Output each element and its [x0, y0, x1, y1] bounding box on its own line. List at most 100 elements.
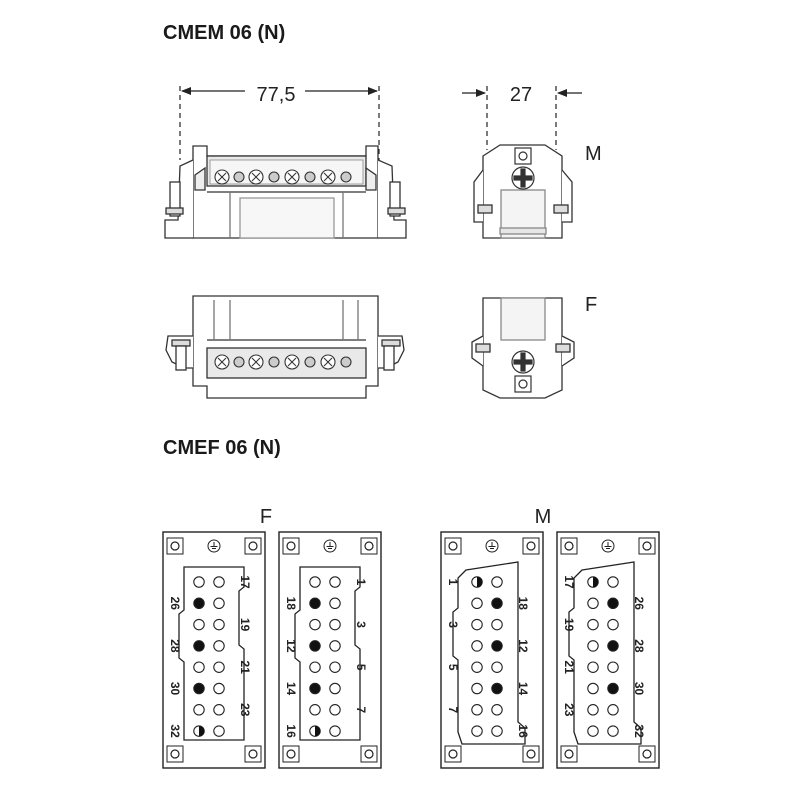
contact-insert — [568, 561, 642, 745]
mounting-hole-frame — [166, 537, 184, 555]
depth-dimension-value: 27 — [510, 84, 532, 106]
contact-filled — [607, 597, 619, 610]
contact-open — [329, 597, 341, 610]
contact-open — [471, 682, 483, 695]
contact-open — [587, 704, 599, 716]
contact-open — [491, 725, 503, 737]
contact-open — [471, 661, 483, 673]
contact-filled — [193, 682, 205, 695]
contact-open — [471, 704, 483, 716]
female-side-label: F — [585, 294, 597, 316]
contact-filled — [491, 597, 503, 610]
mounting-hole — [170, 749, 180, 759]
contact-open — [471, 618, 483, 631]
mounting-hole — [642, 541, 652, 551]
contact-filled — [309, 640, 321, 652]
contact-filled — [491, 640, 503, 652]
female-faces-label: F — [260, 506, 272, 528]
contact-number-label: 19 — [238, 618, 252, 632]
male-front-view — [164, 145, 407, 239]
male-front-screw-row — [214, 169, 352, 185]
contact-insert — [452, 561, 526, 745]
top-title: CMEM 06 (N) — [163, 22, 286, 44]
contact-open — [587, 661, 599, 673]
mounting-hole-frame — [444, 745, 462, 763]
mounting-hole — [286, 541, 296, 551]
contact-number-label: 21 — [562, 661, 576, 675]
contact-open — [587, 640, 599, 652]
depth-dimension — [462, 86, 582, 150]
contact-open — [491, 661, 503, 673]
contact-number-label: 1 — [446, 579, 460, 586]
contact-open — [491, 618, 503, 631]
mounting-hole-frame — [560, 537, 578, 555]
mounting-hole-frame — [282, 537, 300, 555]
contact-open — [213, 618, 225, 631]
contact-open — [329, 640, 341, 652]
contact-filled — [193, 597, 205, 610]
male-faces-label: M — [535, 506, 552, 528]
contact-open — [607, 576, 619, 588]
female-front-view — [165, 295, 405, 399]
contact-open — [607, 618, 619, 631]
contact-open — [213, 597, 225, 610]
contact-open — [329, 618, 341, 631]
contact-number-label: 21 — [238, 661, 252, 675]
contact-open — [193, 661, 205, 673]
contact-open — [213, 704, 225, 716]
mounting-hole — [526, 541, 536, 551]
contact-open — [329, 661, 341, 673]
mounting-hole — [248, 749, 258, 759]
contact-open — [491, 576, 503, 588]
contact-open — [607, 725, 619, 737]
mounting-hole — [564, 541, 574, 551]
contact-open — [309, 704, 321, 716]
contact-filled — [309, 682, 321, 695]
male-side-view — [473, 144, 573, 239]
contact-number-label: 18 — [284, 597, 298, 611]
contact-open — [213, 725, 225, 737]
contact-number-label: 16 — [516, 724, 530, 738]
contact-number-label: 28 — [632, 639, 646, 653]
contact-filled — [193, 640, 205, 652]
bottom-title: CMEF 06 (N) — [163, 437, 281, 459]
contact-number-label: 26 — [632, 597, 646, 611]
contact-number-label: 32 — [168, 724, 182, 738]
mounting-hole — [448, 749, 458, 759]
mounting-hole-frame — [360, 537, 378, 555]
male-side-screw — [511, 147, 535, 190]
contact-open — [309, 618, 321, 631]
female-side-view — [471, 297, 575, 399]
contact-number-label: 5 — [446, 664, 460, 671]
mounting-hole — [170, 541, 180, 551]
contact-number-label: 18 — [516, 597, 530, 611]
mounting-hole-frame — [282, 745, 300, 763]
contact-open — [193, 704, 205, 716]
contact-number-label: 7 — [354, 706, 368, 713]
mounting-hole — [642, 749, 652, 759]
contact-open — [193, 576, 205, 588]
contact-number-label: 30 — [632, 682, 646, 696]
contact-half-fill — [315, 725, 321, 737]
pin-faces: 2628303217192123181214161357135718121416… — [162, 531, 660, 769]
contact-open — [587, 725, 599, 737]
contact-filled — [491, 682, 503, 695]
contact-number-label: 28 — [168, 639, 182, 653]
mounting-hole-frame — [638, 537, 656, 555]
female-front-screw-row — [214, 354, 352, 370]
female-side-screw — [511, 350, 535, 393]
contact-number-label: 1 — [354, 579, 368, 586]
contact-open — [309, 661, 321, 673]
contact-number-label: 3 — [354, 621, 368, 628]
contact-open — [607, 661, 619, 673]
mounting-hole-frame — [166, 745, 184, 763]
contact-open — [329, 682, 341, 695]
contact-open — [587, 618, 599, 631]
contact-open — [607, 704, 619, 716]
contact-open — [471, 597, 483, 610]
contact-open — [471, 640, 483, 652]
contact-number-label: 3 — [446, 621, 460, 628]
